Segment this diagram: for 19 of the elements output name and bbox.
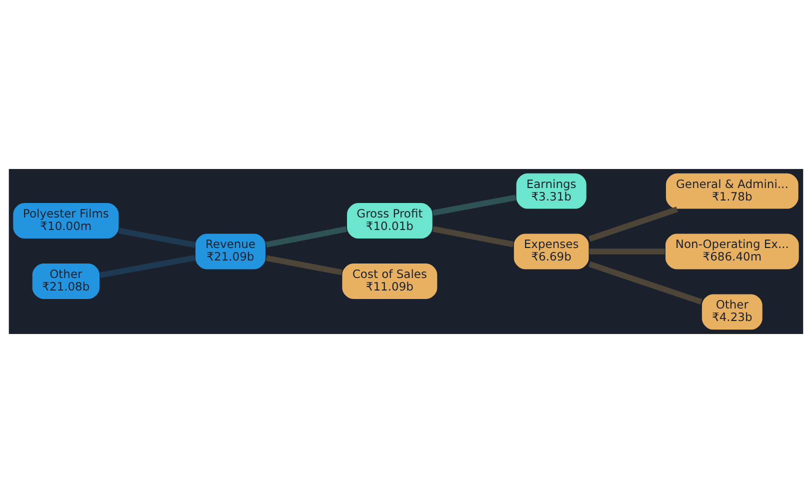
connector: [588, 206, 678, 242]
node-box: Expenses ₹6.69b: [512, 232, 590, 270]
connector: [432, 226, 514, 248]
node-box: Polyester Films ₹10.00m: [12, 202, 120, 240]
node-box: Cost of Sales ₹11.09b: [341, 262, 438, 300]
node-box: Gross Profit ₹10.01b: [346, 202, 434, 240]
node-box: Earnings ₹3.31b: [515, 172, 588, 210]
connector: [589, 248, 665, 254]
node-box: Non-Operating Ex... ₹686.40m: [664, 232, 800, 270]
connector: [118, 228, 196, 248]
connector: [432, 194, 516, 216]
node-box: Other ₹4.23b: [700, 293, 764, 331]
node-box: General & Admini... ₹1.78b: [665, 172, 800, 210]
node-box: Other ₹21.08b: [31, 262, 100, 300]
connector: [100, 255, 196, 278]
connector: [266, 255, 342, 276]
node-box: Revenue ₹21.09b: [194, 232, 266, 270]
connector: [588, 261, 702, 305]
connector: [266, 226, 347, 248]
